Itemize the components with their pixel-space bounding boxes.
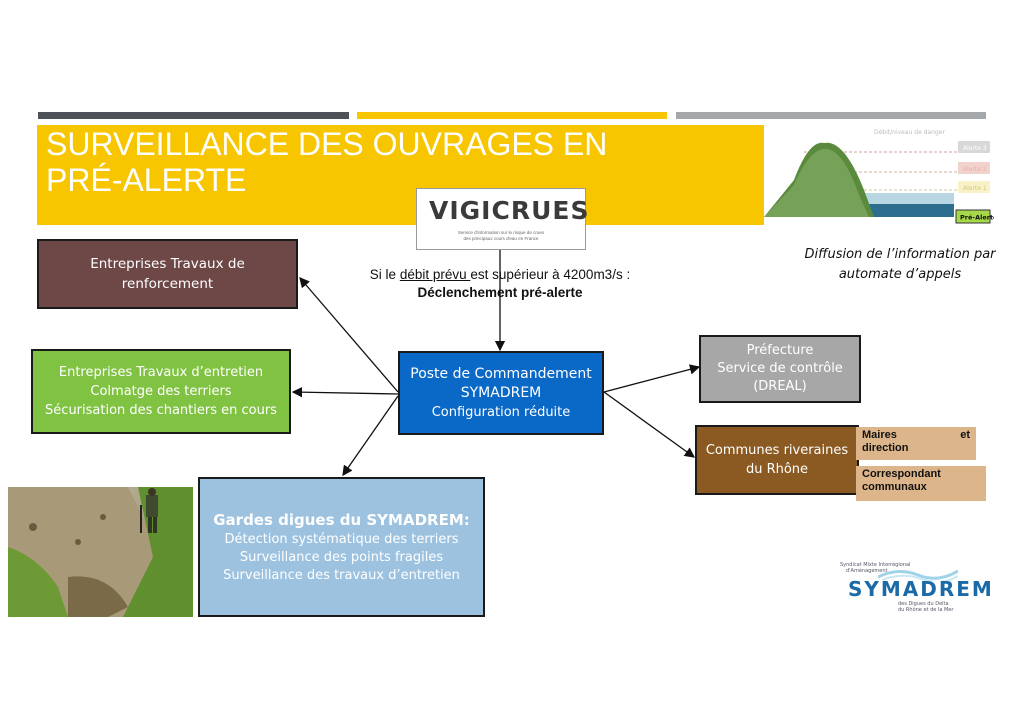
guard-figure [146, 495, 158, 517]
trigger-suffix: est supérieur à 4200m3/s : [470, 267, 631, 282]
label-correspondant-communaux: Correspondant communaux [856, 466, 986, 501]
arrow-icon [291, 386, 399, 398]
box-poste-commandement: Poste de Commandement SYMADREM Configura… [398, 351, 604, 435]
alert-2-badge [958, 162, 990, 174]
page-title: SURVEILLANCE DES OUVRAGES EN PRÉ-ALERTE [46, 126, 607, 198]
alert-3-badge [958, 141, 990, 153]
vigicrues-caption: Service d'information sur le risque de c… [425, 230, 577, 242]
symadrem-bottom-2: du Rhône et de la Mer [898, 607, 954, 613]
alert-heading: Débit/niveau de danger [874, 129, 945, 136]
communes-line-1: Communes riveraines [705, 443, 849, 458]
entretien-line-2: Colmatge des terriers [90, 384, 232, 399]
entretien-line-1: Entreprises Travaux d’entretien [58, 365, 264, 380]
entretien-line-3: Sécurisation des chantiers en cours [45, 403, 277, 418]
symadrem-bottom-text: des Digues du Delta du Rhône et de la Me… [898, 601, 953, 613]
top-bar-light [676, 112, 986, 119]
diffusion-line-1: Diffusion de l’information par [804, 247, 996, 262]
trigger-action: Déclenchement pré-alerte [417, 285, 583, 300]
poste-line-1: Poste de Commandement [410, 365, 592, 382]
prefecture-line-1: Préfecture [746, 343, 814, 358]
vigicrues-logo: VIGICRUES Service d'information sur le r… [416, 188, 590, 250]
gardes-line-2: Détection systématique des terriers [224, 532, 459, 547]
top-bar-gold [357, 112, 667, 119]
title-line-2: PRÉ-ALERTE [46, 162, 247, 198]
symadrem-top-2: d'Aménagement [846, 568, 888, 574]
arrow-icon [342, 395, 399, 477]
communaux-word: communaux [862, 481, 927, 493]
top-bar-dark [38, 112, 349, 119]
gardes-line-4: Surveillance des travaux d’entretien [223, 568, 460, 583]
symadrem-wordmark: SYMADREM [848, 577, 994, 601]
alert-levels-graphic: Débit/niveau de danger Alerte 3 Alerte 2… [764, 125, 994, 230]
arrow-icon [603, 364, 701, 393]
vigicrues-caption-2: des principaux cours d'eau en France [463, 236, 539, 241]
trigger-underlined: débit prévu [399, 267, 471, 282]
gardes-line-1: Gardes digues du SYMADREM: [213, 511, 470, 529]
box-prefecture: Préfecture Service de contrôle (DREAL) [699, 335, 861, 403]
box-entreprises-renforcement: Entreprises Travaux de renforcement [37, 239, 298, 309]
renforcement-line-1: Entreprises Travaux de [90, 256, 245, 272]
svg-text:Alerte 1: Alerte 1 [963, 185, 987, 192]
maires-word: Maires [862, 429, 897, 441]
title-band [37, 125, 764, 225]
et-word: et [960, 429, 970, 441]
arrow-icon [603, 391, 696, 458]
direction-word: direction [862, 442, 909, 454]
symadrem-logo: Syndicat Mixte Interrégional d'Aménageme… [840, 562, 992, 617]
correspondant-word: Correspondant [862, 468, 941, 480]
prefecture-line-2: Service de contrôle [717, 361, 843, 376]
symadrem-top-1: Syndicat Mixte Interrégional [840, 562, 911, 568]
trigger-condition: Si le débit prévu est supérieur à 4200m3… [330, 266, 670, 284]
prefecture-line-3: (DREAL) [753, 379, 807, 394]
trigger-text: Si le débit prévu est supérieur à 4200m3… [330, 266, 670, 302]
symadrem-bottom-1: des Digues du Delta [898, 601, 949, 607]
pre-alerte-badge [955, 209, 991, 224]
symadrem-top-text: Syndicat Mixte Interrégional d'Aménageme… [840, 562, 910, 574]
label-maires-direction: Maires et direction [856, 427, 976, 460]
maires-row: Maires et [862, 429, 970, 442]
communes-line-2: du Rhône [745, 462, 809, 477]
svg-text:Pré-Alerte: Pré-Alerte [960, 214, 994, 222]
box-communes-riveraines: Communes riveraines du Rhône [695, 425, 859, 495]
alert-1-badge [958, 181, 990, 193]
gardes-line-3: Surveillance des points fragiles [239, 550, 444, 565]
arrow-icon [299, 277, 399, 393]
renforcement-line-2: renforcement [121, 276, 214, 292]
symadrem-wave-icon [878, 569, 958, 581]
box-gardes-digues: Gardes digues du SYMADREM: Détection sys… [198, 477, 485, 617]
diffusion-line-2: automate d’appels [838, 267, 962, 282]
box-entreprises-entretien: Entreprises Travaux d’entretien Colmatge… [31, 349, 291, 434]
diffusion-text: Diffusion de l’information par automate … [800, 245, 1000, 285]
dike-guard-photo [8, 487, 193, 617]
trigger-prefix: Si le [369, 267, 400, 282]
vigicrues-wordmark: VIGICRUES [429, 196, 590, 225]
poste-line-2: SYMADREM [460, 384, 542, 401]
svg-text:Alerte 3: Alerte 3 [963, 145, 987, 152]
poste-line-3: Configuration réduite [431, 404, 571, 420]
title-line-1: SURVEILLANCE DES OUVRAGES EN [46, 126, 608, 162]
vigicrues-caption-1: Service d'information sur le risque de c… [457, 230, 545, 235]
svg-text:Alerte 2: Alerte 2 [963, 166, 987, 173]
